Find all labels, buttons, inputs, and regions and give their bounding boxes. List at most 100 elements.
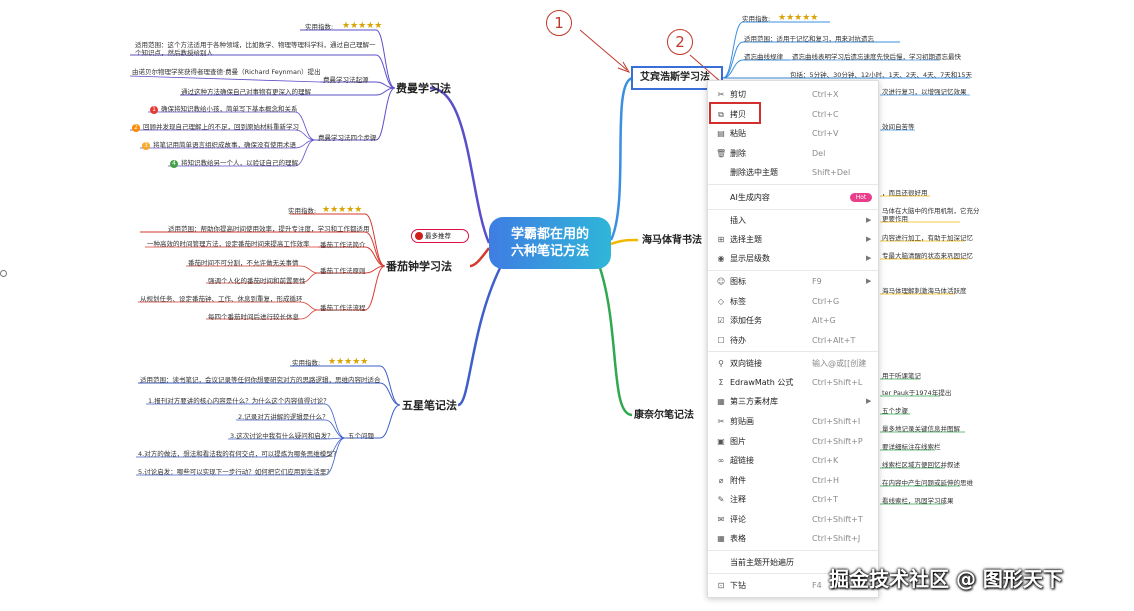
- menu-label: AI生成内容: [730, 193, 770, 202]
- highlight-copy-box: [709, 102, 761, 124]
- pomodoro-rule-2: 强调个人化的番茄时间和前置要性: [208, 277, 306, 285]
- menu-item-select-topic[interactable]: ⊞选择主题▶: [708, 230, 878, 249]
- submenu-arrow-icon: ▶: [866, 254, 872, 262]
- feynman-rating-label: 实用指数:: [305, 23, 334, 31]
- menu-separator: [708, 184, 878, 185]
- menu-label: 选择主题: [730, 235, 762, 244]
- menu-label: 评论: [730, 515, 746, 524]
- badge-dot-icon: [415, 232, 423, 240]
- hot-badge: Hot: [850, 193, 872, 202]
- menu-separator: [708, 209, 878, 210]
- submenu-arrow-icon: ▶: [866, 397, 872, 405]
- menu-separator: [708, 550, 878, 551]
- recommend-badge: 最多推荐: [411, 229, 469, 243]
- menu-shortcut: Ctrl+Shift+P: [812, 437, 863, 446]
- menu-label: 剪切: [730, 90, 746, 99]
- menu-label: 插入: [730, 216, 746, 225]
- ebbinghaus-curve-label: 遗忘曲线规律: [744, 53, 783, 61]
- library-icon: ▦: [717, 397, 725, 406]
- link-icon: ∞: [717, 456, 725, 465]
- attachment-icon: ⌀: [718, 476, 724, 485]
- menu-label: 删除选中主题: [730, 168, 778, 177]
- menu-shortcut: Ctrl+K: [812, 456, 839, 465]
- pomodoro-scope: 适用范围：帮助你提高时间使用效率，提升专注度，学习和工作都适用: [168, 225, 370, 233]
- branch-fivestar[interactable]: 五星笔记法: [402, 399, 457, 412]
- badge-label: 最多推荐: [425, 232, 451, 240]
- menu-item-insert[interactable]: 插入▶: [708, 211, 878, 230]
- menu-shortcut: Alt+G: [812, 316, 836, 325]
- menu-shortcut: F9: [812, 277, 822, 286]
- expand-handle-icon[interactable]: [0, 270, 7, 277]
- menu-shortcut: Ctrl+T: [812, 495, 838, 504]
- branch-ebbinghaus[interactable]: 艾宾浩斯学习法: [640, 72, 710, 83]
- paste-icon: ▤: [717, 129, 725, 138]
- ebbinghaus-scope: 适用范围：适用于记忆和复习，用来对抗遗忘: [744, 35, 874, 43]
- ebbinghaus-rating-label: 实用指数:: [742, 15, 771, 23]
- fivestar-q4: 4.对方的做法，想法和看法我的有何交点，可以提炼为哪条思维模型？: [138, 450, 340, 458]
- menu-shortcut: Ctrl+Alt+T: [812, 336, 856, 345]
- submenu-arrow-icon: ▶: [866, 235, 872, 243]
- cornell-cut-8: 看线索栏，巩固学习成果: [882, 497, 954, 505]
- level-icon: ◉: [717, 254, 725, 263]
- central-topic[interactable]: 学霸都在用的 六种笔记方法: [489, 217, 611, 269]
- menu-item-bilink[interactable]: ⚲双向链接输入@或[[创建: [708, 354, 878, 373]
- pomodoro-rule-label: 番茄工作法原则: [320, 267, 366, 275]
- menu-item-todo[interactable]: ☐ 待办 Ctrl+Alt+T: [708, 331, 878, 350]
- menu-label: 待办: [730, 336, 746, 345]
- step-text-2: 回顾并发现自己理解上的不足，回到原始材料重新学习: [143, 123, 299, 131]
- branch-cornell[interactable]: 康奈尔笔记法: [634, 410, 694, 421]
- menu-item-traverse[interactable]: 当前主题开始遍历: [708, 553, 878, 572]
- menu-shortcut: Ctrl+G: [812, 297, 840, 306]
- submenu-arrow-icon: ▶: [866, 277, 872, 285]
- menu-shortcut: Ctrl+H: [812, 476, 839, 485]
- todo-icon: ☐: [717, 336, 725, 345]
- step-number-4: 4: [170, 160, 178, 168]
- branch-feynman[interactable]: 费曼学习法: [396, 82, 451, 95]
- feynman-core: 通过这种方法确保自己对事物有更深入的理解: [181, 88, 311, 96]
- menu-label: 第三方素材库: [730, 397, 778, 406]
- step-number-1: 1: [150, 106, 158, 114]
- menu-label: 图片: [730, 437, 746, 446]
- menu-separator: [708, 351, 878, 352]
- menu-item-ai[interactable]: AI生成内容 Hot: [708, 188, 878, 207]
- watermark: 掘金技术社区 @ 图形天下: [829, 567, 1063, 591]
- feynman-origin-label: 费曼学习法起源: [323, 76, 369, 84]
- haima-cut-3: 更要作用: [882, 215, 908, 223]
- ebbinghaus-intervals: 包括：5分钟、30分钟、12小时、1天、2天、4天、7天和15天: [790, 71, 972, 79]
- pomodoro-intro-text: 一种高效的时间管理方法，设定番茄时间来提高工作效率: [147, 240, 310, 248]
- menu-item-library[interactable]: ▦ 第三方素材库 ▶: [708, 392, 878, 411]
- menu-item-show-levels[interactable]: ◉显示层级数▶: [708, 249, 878, 268]
- clipart-icon: ✂: [717, 417, 725, 426]
- bilink-icon: ⚲: [718, 359, 724, 368]
- central-topic-line2: 六种笔记方法: [510, 244, 589, 259]
- menu-label: 下钻: [730, 581, 746, 590]
- emoji-icon: ☺: [716, 277, 726, 286]
- annotation-step-1: 1: [546, 10, 572, 36]
- formula-icon: Σ: [718, 378, 724, 387]
- branch-haima[interactable]: 海马体背书法: [642, 235, 702, 246]
- selected-node-outline[interactable]: [631, 66, 723, 90]
- branch-pomodoro[interactable]: 番茄钟学习法: [386, 260, 452, 273]
- cornell-cut-3: 五个步骤: [882, 407, 908, 415]
- menu-label: 标签: [730, 297, 746, 306]
